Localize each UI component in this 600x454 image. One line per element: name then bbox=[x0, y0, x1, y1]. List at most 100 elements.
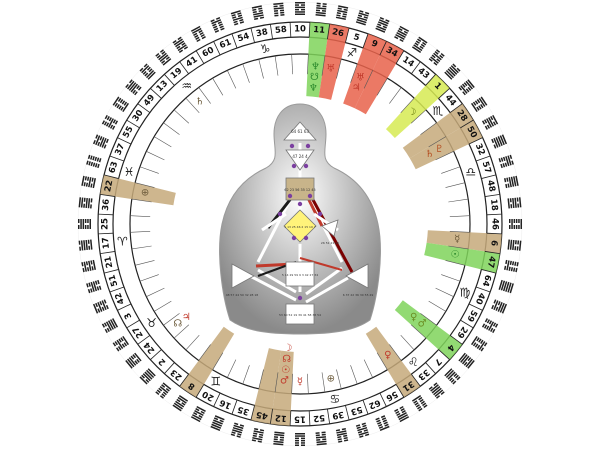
hexagram-icon bbox=[125, 79, 142, 96]
gate-divider bbox=[109, 286, 125, 293]
gate-number-39: 39 bbox=[331, 409, 345, 421]
gate-spoke bbox=[258, 59, 264, 79]
gate-spoke bbox=[154, 136, 172, 148]
planet-glyph: ☊ bbox=[282, 354, 291, 365]
hexagram-icon bbox=[428, 49, 445, 66]
gate-spoke bbox=[258, 369, 264, 389]
gate-number-58: 58 bbox=[275, 25, 288, 36]
planet-glyph: ♇ bbox=[435, 144, 444, 155]
gate-divider bbox=[481, 269, 497, 274]
gate-number-25: 25 bbox=[101, 218, 111, 230]
hexagram-icon bbox=[125, 352, 142, 369]
gate-number-61: 61 bbox=[218, 37, 233, 51]
hexagram-icon bbox=[112, 96, 130, 113]
gate-divider bbox=[250, 405, 255, 421]
gate-number-26: 26 bbox=[331, 27, 345, 39]
gate-spoke bbox=[449, 215, 470, 217]
gate-highlight-47 bbox=[424, 242, 500, 274]
gate-divider bbox=[150, 88, 162, 99]
hexagram-icon bbox=[78, 197, 93, 209]
gate-number-51: 51 bbox=[107, 273, 120, 287]
gate-spoke bbox=[428, 136, 446, 148]
gate-divider bbox=[126, 119, 140, 129]
gate-spoke bbox=[445, 260, 465, 266]
gate-spoke bbox=[274, 372, 279, 393]
hexagram-icon bbox=[498, 279, 514, 294]
gate-divider bbox=[486, 213, 502, 216]
hexagram-icon bbox=[509, 219, 522, 229]
zodiac-sign: ♌ bbox=[408, 355, 419, 369]
gate-spoke bbox=[445, 182, 465, 188]
hexagram-icon bbox=[491, 134, 508, 149]
gate-spokes bbox=[98, 22, 502, 426]
planet-glyph: ☊ bbox=[173, 319, 182, 330]
gate-spoke bbox=[363, 359, 373, 378]
head-gates: 64 61 63 bbox=[291, 129, 309, 134]
gate-divider bbox=[475, 286, 491, 293]
gate-divider bbox=[269, 24, 273, 40]
gate-divider bbox=[438, 88, 450, 99]
gate-number-17: 17 bbox=[101, 237, 112, 250]
gate-number-40: 40 bbox=[473, 291, 487, 306]
hexagram-icon bbox=[273, 431, 285, 446]
gate-number-34: 34 bbox=[384, 45, 399, 59]
gate-spoke bbox=[448, 198, 469, 203]
gate-spoke bbox=[363, 70, 373, 89]
zodiac-ring: ♑♐♏♎♍♌♋♊♉♈♓♒ bbox=[117, 42, 476, 406]
gate-spoke bbox=[227, 70, 237, 89]
planet-glyph: ♂ bbox=[418, 319, 427, 330]
hexagram-icon bbox=[78, 219, 91, 229]
gate-number-18: 18 bbox=[488, 199, 499, 212]
hexagram-icon bbox=[394, 25, 410, 43]
gate-divider bbox=[137, 103, 151, 113]
gate-spoke bbox=[321, 55, 326, 76]
gate-number-11: 11 bbox=[313, 25, 326, 36]
ajna-gates: 47 24 4 bbox=[292, 154, 308, 159]
gate-spoke bbox=[198, 344, 211, 361]
gate-spoke bbox=[400, 334, 415, 351]
hexagram-icon bbox=[251, 5, 265, 20]
zodiac-sign: ♓ bbox=[124, 165, 135, 179]
gate-divider bbox=[460, 319, 474, 329]
gate-divider bbox=[269, 408, 273, 424]
planet-glyph: ☿ bbox=[454, 234, 460, 245]
gate-divider bbox=[231, 399, 238, 415]
zodiac-sign: ♏ bbox=[433, 104, 444, 118]
hexagram-icon bbox=[355, 422, 370, 438]
hexagram-icon bbox=[498, 154, 514, 169]
hexagram-icon bbox=[210, 16, 225, 33]
gate-spoke bbox=[449, 231, 470, 233]
gate-number-5: 5 bbox=[352, 32, 361, 43]
planet-glyph: ⊕ bbox=[141, 188, 149, 199]
hexagram-icon bbox=[155, 49, 172, 66]
solar-plexus-gates: 6 37 22 36 30 55 49 bbox=[343, 293, 374, 297]
wheel-ring bbox=[129, 53, 471, 395]
gate-divider bbox=[468, 137, 483, 145]
hexagram-icon bbox=[230, 422, 245, 438]
gate-spoke bbox=[135, 182, 155, 188]
planet-glyph: ♆ bbox=[309, 83, 318, 94]
gate-spoke bbox=[336, 369, 342, 389]
planet-glyph: ♀ bbox=[410, 312, 417, 323]
gate-spoke bbox=[173, 324, 190, 339]
hexagram-icon bbox=[155, 382, 172, 399]
zodiac-sign: ♉ bbox=[146, 316, 157, 330]
planet-glyph: ♅ bbox=[326, 64, 335, 75]
gate-divider bbox=[475, 155, 491, 162]
gate-number-6: 6 bbox=[488, 240, 499, 247]
head-center bbox=[283, 121, 317, 141]
gate-highlight-8 bbox=[179, 326, 235, 398]
gate-divider bbox=[117, 137, 132, 145]
hexagram-icon bbox=[78, 239, 93, 251]
hexagram-icon bbox=[295, 433, 305, 446]
gate-number-57: 57 bbox=[480, 160, 493, 174]
gate-number-37: 37 bbox=[113, 142, 127, 157]
gate-spoke bbox=[307, 373, 309, 394]
gate-number-56: 56 bbox=[384, 388, 399, 402]
gate-spoke bbox=[448, 245, 469, 250]
planet-glyph: ☉ bbox=[450, 249, 459, 260]
hexagram-icon bbox=[411, 36, 428, 54]
gate-divider bbox=[98, 213, 114, 216]
gate-spoke bbox=[350, 365, 358, 385]
